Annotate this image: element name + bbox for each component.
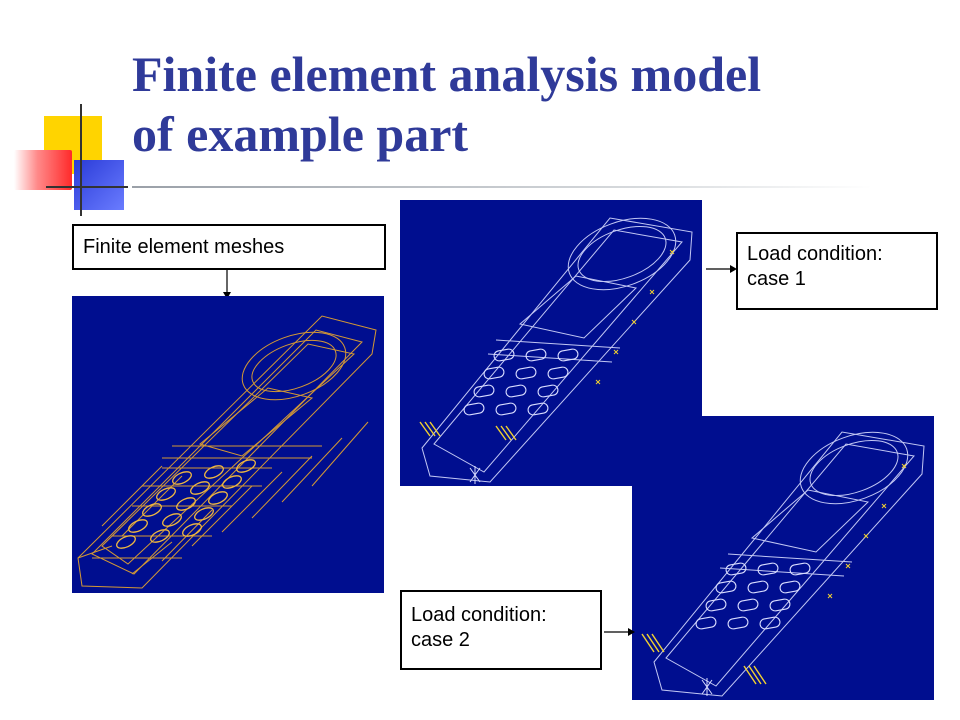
blue-square [74, 160, 124, 210]
title-line-2: of example part [132, 106, 469, 162]
mesh-label-text: Finite element meshes [83, 236, 285, 258]
corner-logo [0, 0, 140, 230]
case-2-line-1: Load condition: [411, 604, 547, 626]
load-case-2-image [632, 416, 934, 700]
case-1-arrow [706, 265, 737, 273]
load-condition-case-2-label: Load condition: case 2 [400, 590, 602, 670]
load-condition-case-1-label: Load condition: case 1 [736, 232, 938, 310]
red-square [14, 150, 72, 190]
mesh-arrow [223, 268, 231, 299]
case-2-arrow [604, 628, 635, 636]
case-2-line-2: case 2 [411, 629, 470, 651]
case-1-line-2: case 1 [747, 268, 806, 290]
mesh-label: Finite element meshes [72, 224, 386, 270]
page-title: Finite element analysis model of example… [132, 44, 932, 164]
case-1-line-1: Load condition: [747, 243, 883, 265]
mesh-image [72, 296, 384, 593]
logo-horizontal-line [46, 186, 128, 188]
logo-vertical-line [80, 104, 82, 216]
title-underline [132, 186, 872, 188]
title-line-1: Finite element analysis model [132, 46, 762, 102]
